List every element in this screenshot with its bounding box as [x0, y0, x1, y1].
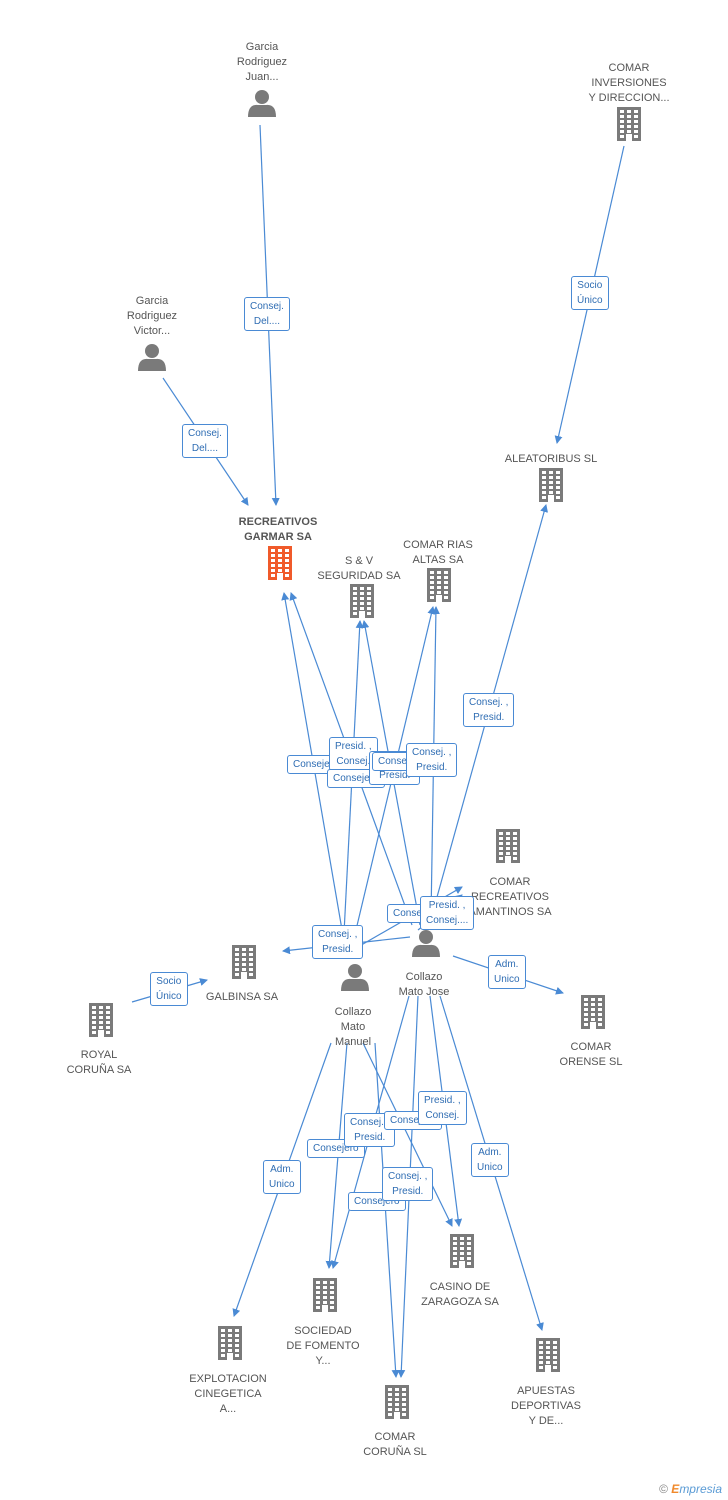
person-icon-collazo-jose[interactable] [412, 930, 440, 957]
building-icon-comar-rias[interactable] [427, 568, 451, 602]
building-icon-galbinsa[interactable] [232, 945, 256, 979]
edge-label-collazo_jose-to-comar_rias[interactable]: Consej. , Presid. [406, 743, 458, 777]
building-icon-comar-inversiones[interactable] [617, 107, 641, 141]
node-label-comar-recreativos[interactable]: COMAR RECREATIVOS AMANTINOS SA [468, 876, 552, 918]
node-label-garcia-victor[interactable]: Garcia Rodriguez Victor... [126, 295, 178, 337]
brand-logo-text: mpresia [679, 1482, 722, 1496]
node-label-explotacion[interactable]: EXPLOTACION CINEGETICA A... [189, 1373, 267, 1415]
node-label-sociedad-fomento[interactable]: SOCIEDAD DE FOMENTO Y... [286, 1325, 360, 1367]
building-icon-aleatoribus[interactable] [539, 468, 563, 502]
edge-label-collazo_manuel-to-explotacion[interactable]: Adm. Unico [263, 1160, 301, 1194]
building-icon-comar-recreativos[interactable] [496, 829, 520, 863]
edge-label-collazo_jose-to-aleatoribus[interactable]: Consej. , Presid. [463, 693, 515, 727]
building-icon-royal-coruna[interactable] [89, 1003, 113, 1037]
building-icon-apuestas[interactable] [536, 1338, 560, 1372]
node-label-recreativos-garmar[interactable]: RECREATIVOS GARMAR SA [238, 516, 318, 543]
node-label-collazo-jose[interactable]: Collazo Mato Jose [398, 971, 450, 998]
node-label-galbinsa[interactable]: GALBINSA SA [205, 991, 279, 1003]
node-label-royal-coruna[interactable]: ROYAL CORUÑA SA [66, 1049, 132, 1076]
building-icon-sv-seguridad[interactable] [350, 584, 374, 618]
building-icon-sociedad-fomento[interactable] [313, 1278, 337, 1312]
edge-label-garcia_juan-to-recreativos_garmar[interactable]: Consej. Del.... [244, 297, 290, 331]
edge-label-collazo_jose-to-comar_coruna[interactable]: Consej. , Presid. [382, 1167, 434, 1201]
edge-label-collazo_jose-to-apuestas[interactable]: Adm. Unico [471, 1143, 509, 1177]
person-icon-garcia-juan[interactable] [248, 90, 276, 117]
node-label-comar-rias[interactable]: COMAR RIAS ALTAS SA [403, 539, 473, 566]
brand-watermark: © Empresia [659, 1482, 722, 1496]
building-icon-casino-zaragoza[interactable] [450, 1234, 474, 1268]
edge-label-royal_coruna-to-galbinsa[interactable]: Socio Único [150, 972, 188, 1006]
person-icon-collazo-manuel[interactable] [341, 964, 369, 991]
node-label-comar-orense[interactable]: COMAR ORENSE SL [559, 1041, 623, 1068]
node-label-comar-coruna[interactable]: COMAR CORUÑA SL [363, 1431, 427, 1458]
building-icon-comar-coruna[interactable] [385, 1385, 409, 1419]
edge-label-collazo_jose-to-galbinsa[interactable]: Consej. , Presid. [312, 925, 364, 959]
edge-label-comar_inversiones-to-aleatoribus[interactable]: Socio Único [571, 276, 609, 310]
node-label-sv-seguridad[interactable]: S & V SEGURIDAD SA [317, 555, 401, 582]
copyright-symbol: © [659, 1482, 668, 1496]
edge-label-garcia_victor-to-recreativos_garmar[interactable]: Consej. Del.... [182, 424, 228, 458]
node-label-comar-inversiones[interactable]: COMAR INVERSIONES Y DIRECCION... [588, 62, 670, 104]
edge-label-collazo_jose-to-casino_zaragoza[interactable]: Presid. , Consej. [418, 1091, 467, 1125]
edge-collazo_manuel-to-casino_zaragoza [362, 1042, 453, 1227]
edge-label-collazo_jose-to-comar_recreativos[interactable]: Presid. , Consej.... [420, 896, 475, 930]
node-label-apuestas[interactable]: APUESTAS DEPORTIVAS Y DE... [511, 1385, 581, 1427]
edge-label-collazo_jose-to-comar_orense[interactable]: Adm. Unico [488, 955, 526, 989]
node-label-collazo-manuel[interactable]: Collazo Mato Manuel [334, 1006, 372, 1048]
node-label-garcia-juan[interactable]: Garcia Rodriguez Juan... [236, 41, 288, 83]
building-icon-recreativos-garmar[interactable] [268, 546, 292, 580]
brand-logo-letter: E [671, 1482, 680, 1496]
node-label-aleatoribus[interactable]: ALEATORIBUS SL [504, 453, 598, 465]
person-icon-garcia-victor[interactable] [138, 344, 166, 371]
node-label-casino-zaragoza[interactable]: CASINO DE ZARAGOZA SA [421, 1281, 499, 1308]
building-icon-explotacion[interactable] [218, 1326, 242, 1360]
building-icon-comar-orense[interactable] [581, 995, 605, 1029]
